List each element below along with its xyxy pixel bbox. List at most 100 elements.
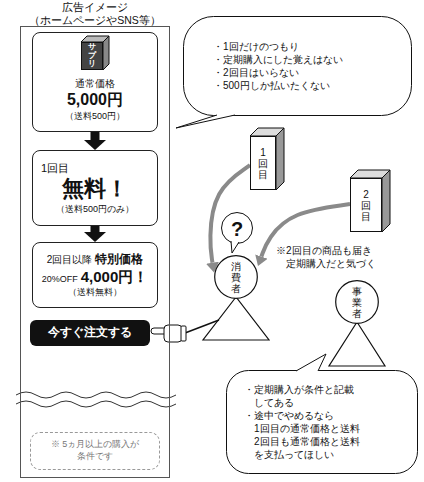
hand-cuff (181, 326, 186, 341)
text-area: ? (220, 212, 254, 246)
text-row: 消費者 (214, 261, 258, 294)
text-row: サプリ (88, 43, 96, 69)
text-row: 事業者 (335, 286, 379, 319)
text-row: （送料無料） (37, 287, 153, 299)
parcel: 2回目 (350, 170, 390, 232)
consumer-arm (185, 320, 219, 333)
price-box-text: 5,000円 (67, 90, 123, 111)
question-bubble: ? (220, 212, 254, 246)
cube-front (82, 43, 103, 70)
text-row: ・定期購入が条件と記載 してある (244, 383, 408, 409)
speech-bubble-text: ・定期購入にした覚えはない (213, 53, 343, 66)
text-area: ・定期購入が条件と記載 してある・途中でやめるなら 1回目の通常価格と送料 2回… (226, 370, 418, 474)
text-row: 今すぐ注文する (34, 325, 146, 341)
text-row: 1回目 (41, 161, 149, 175)
text-row: ・途中でやめるなら 1回目の通常価格と送料 2回目も通常価格と送料 を支払ってほ… (244, 409, 408, 461)
text-area: 事業者 (335, 280, 379, 324)
text-row: 2回目 (361, 189, 371, 222)
speech-bubble-text: ・2回目はいらない (213, 66, 299, 79)
speech-bubble-outline (183, 16, 412, 116)
parcel-text: 2回目 (361, 189, 371, 222)
speech-bubble: ・1回だけのつもり・定期購入にした覚えはない・2回目はいらない・500円しか払い… (183, 16, 412, 116)
speech-bubble-text: ・500円しか払いたくない (213, 79, 330, 92)
price-box: 通常価格5,000円（送料500円） サプリ (32, 32, 158, 132)
offer-box-text: 4,000円！ (81, 267, 149, 287)
ad-panel-text: 広告イメージ （ホームページやSNS等） (20, 1, 170, 25)
speech-bubble-text: ・定期購入が条件と記載 してある (244, 383, 374, 409)
bubble-tail (296, 354, 326, 371)
head-circle (336, 281, 379, 324)
bubble-body (184, 17, 412, 116)
flow-arrow (91, 132, 100, 140)
offer-box-text: 無料！ (62, 175, 128, 204)
text-area: 2回目 (350, 178, 382, 232)
text-area: 消費者 (214, 255, 258, 299)
text-area: 2回目以降特別価格 20%OFF4,000円！（送料無料） (33, 243, 157, 307)
text-row: ・定期購入にした覚えはない (213, 53, 400, 66)
speech-bubble: ・定期購入が条件と記載 してある・途中でやめるなら 1回目の通常価格と送料 2回… (226, 370, 418, 474)
question-bubble-text: ? (231, 216, 243, 242)
text-area: ・1回だけのつもり・定期購入にした覚えはない・2回目はいらない・500円しか払い… (183, 16, 412, 116)
offer-box-text: （送料無料） (68, 287, 122, 299)
bubble-body (222, 213, 253, 244)
note-text: ※2回目の商品も届き 定期購入だと気づく (276, 244, 396, 270)
offer-box-text: 20%OFF (42, 274, 78, 286)
text-area: 広告イメージ （ホームページやSNS等） (20, 1, 170, 26)
offer-box: 2回目以降特別価格 20%OFF4,000円！（送料無料） (32, 242, 158, 308)
cube-front (351, 179, 382, 232)
offer-box-text: （送料500円のみ） (56, 204, 134, 216)
business-head: 事業者 (335, 280, 379, 324)
text-area: ※ 5ヵ月以上の購入が 条件です (31, 433, 159, 469)
bubble-body (227, 371, 418, 474)
price-box-text: （送料500円） (65, 111, 125, 123)
order-button-text: 今すぐ注文する (48, 325, 132, 341)
ad-panel: 広告イメージ （ホームページやSNS等）通常価格5,000円（送料500円）サプ… (20, 26, 170, 478)
text-row: ・1回だけのつもり (213, 40, 400, 53)
condition-note-text: ※ 5ヵ月以上の購入が 条件です (37, 439, 153, 462)
text-row: 1回目 (258, 147, 268, 180)
parcel-text: 1回目 (258, 147, 268, 180)
supplement-icon-text: サプリ (88, 43, 96, 69)
parcel: 1回目 (250, 128, 284, 190)
cube-front (251, 137, 276, 190)
flow-arrow (91, 226, 100, 232)
text-row: 5,000円 (37, 90, 153, 111)
offer-box-text: 1回目 (41, 161, 69, 175)
consumer-head-text: 消費者 (231, 261, 241, 294)
consumer-body (203, 297, 269, 340)
offer-box-text: 2回目以降 (47, 253, 93, 266)
business-body (329, 322, 385, 366)
text-row: ? (220, 216, 254, 242)
note-label: ※2回目の商品も届き 定期購入だと気づく (276, 244, 396, 270)
torn-edge (16, 392, 176, 398)
bubble-tail (231, 241, 239, 253)
text-row: 無料！ (41, 175, 149, 204)
offer-box: 1回目無料！（送料500円のみ） (32, 150, 158, 226)
condition-note: ※ 5ヵ月以上の購入が 条件です (30, 432, 160, 470)
text-row: ・2回目はいらない (213, 66, 400, 79)
cube-side (103, 36, 109, 70)
text-row: ※ 5ヵ月以上の購入が 条件です (37, 439, 153, 462)
business-head-text: 事業者 (352, 286, 362, 319)
head-circle (215, 256, 258, 299)
cube-side (276, 128, 284, 190)
text-row: 通常価格 (37, 77, 153, 90)
text-area: 今すぐ注文する (30, 320, 150, 346)
text-area: 1回目 (250, 136, 276, 190)
bubble-tail (176, 115, 235, 128)
order-button: 今すぐ注文する (30, 320, 150, 346)
text-row: （送料500円） (37, 111, 153, 123)
text-row: 2回目以降特別価格 (37, 252, 153, 268)
text-row: （送料500円のみ） (41, 204, 149, 216)
supplement-icon: サプリ (81, 36, 109, 70)
offer-box-text: 特別価格 (95, 252, 143, 268)
text-row: ・500円しか払いたくない (213, 79, 400, 92)
torn-edge (16, 401, 176, 407)
text-area: 1回目無料！（送料500円のみ） (33, 151, 157, 225)
speech-bubble-text: ・途中でやめるなら 1回目の通常価格と送料 2回目も通常価格と送料 を支払ってほ… (244, 409, 374, 461)
speech-bubble-text: ・1回だけのつもり (213, 40, 299, 53)
cube-side (382, 170, 390, 232)
text-row: 広告イメージ （ホームページやSNS等） (20, 1, 170, 25)
price-box-text: 通常価格 (75, 77, 115, 90)
